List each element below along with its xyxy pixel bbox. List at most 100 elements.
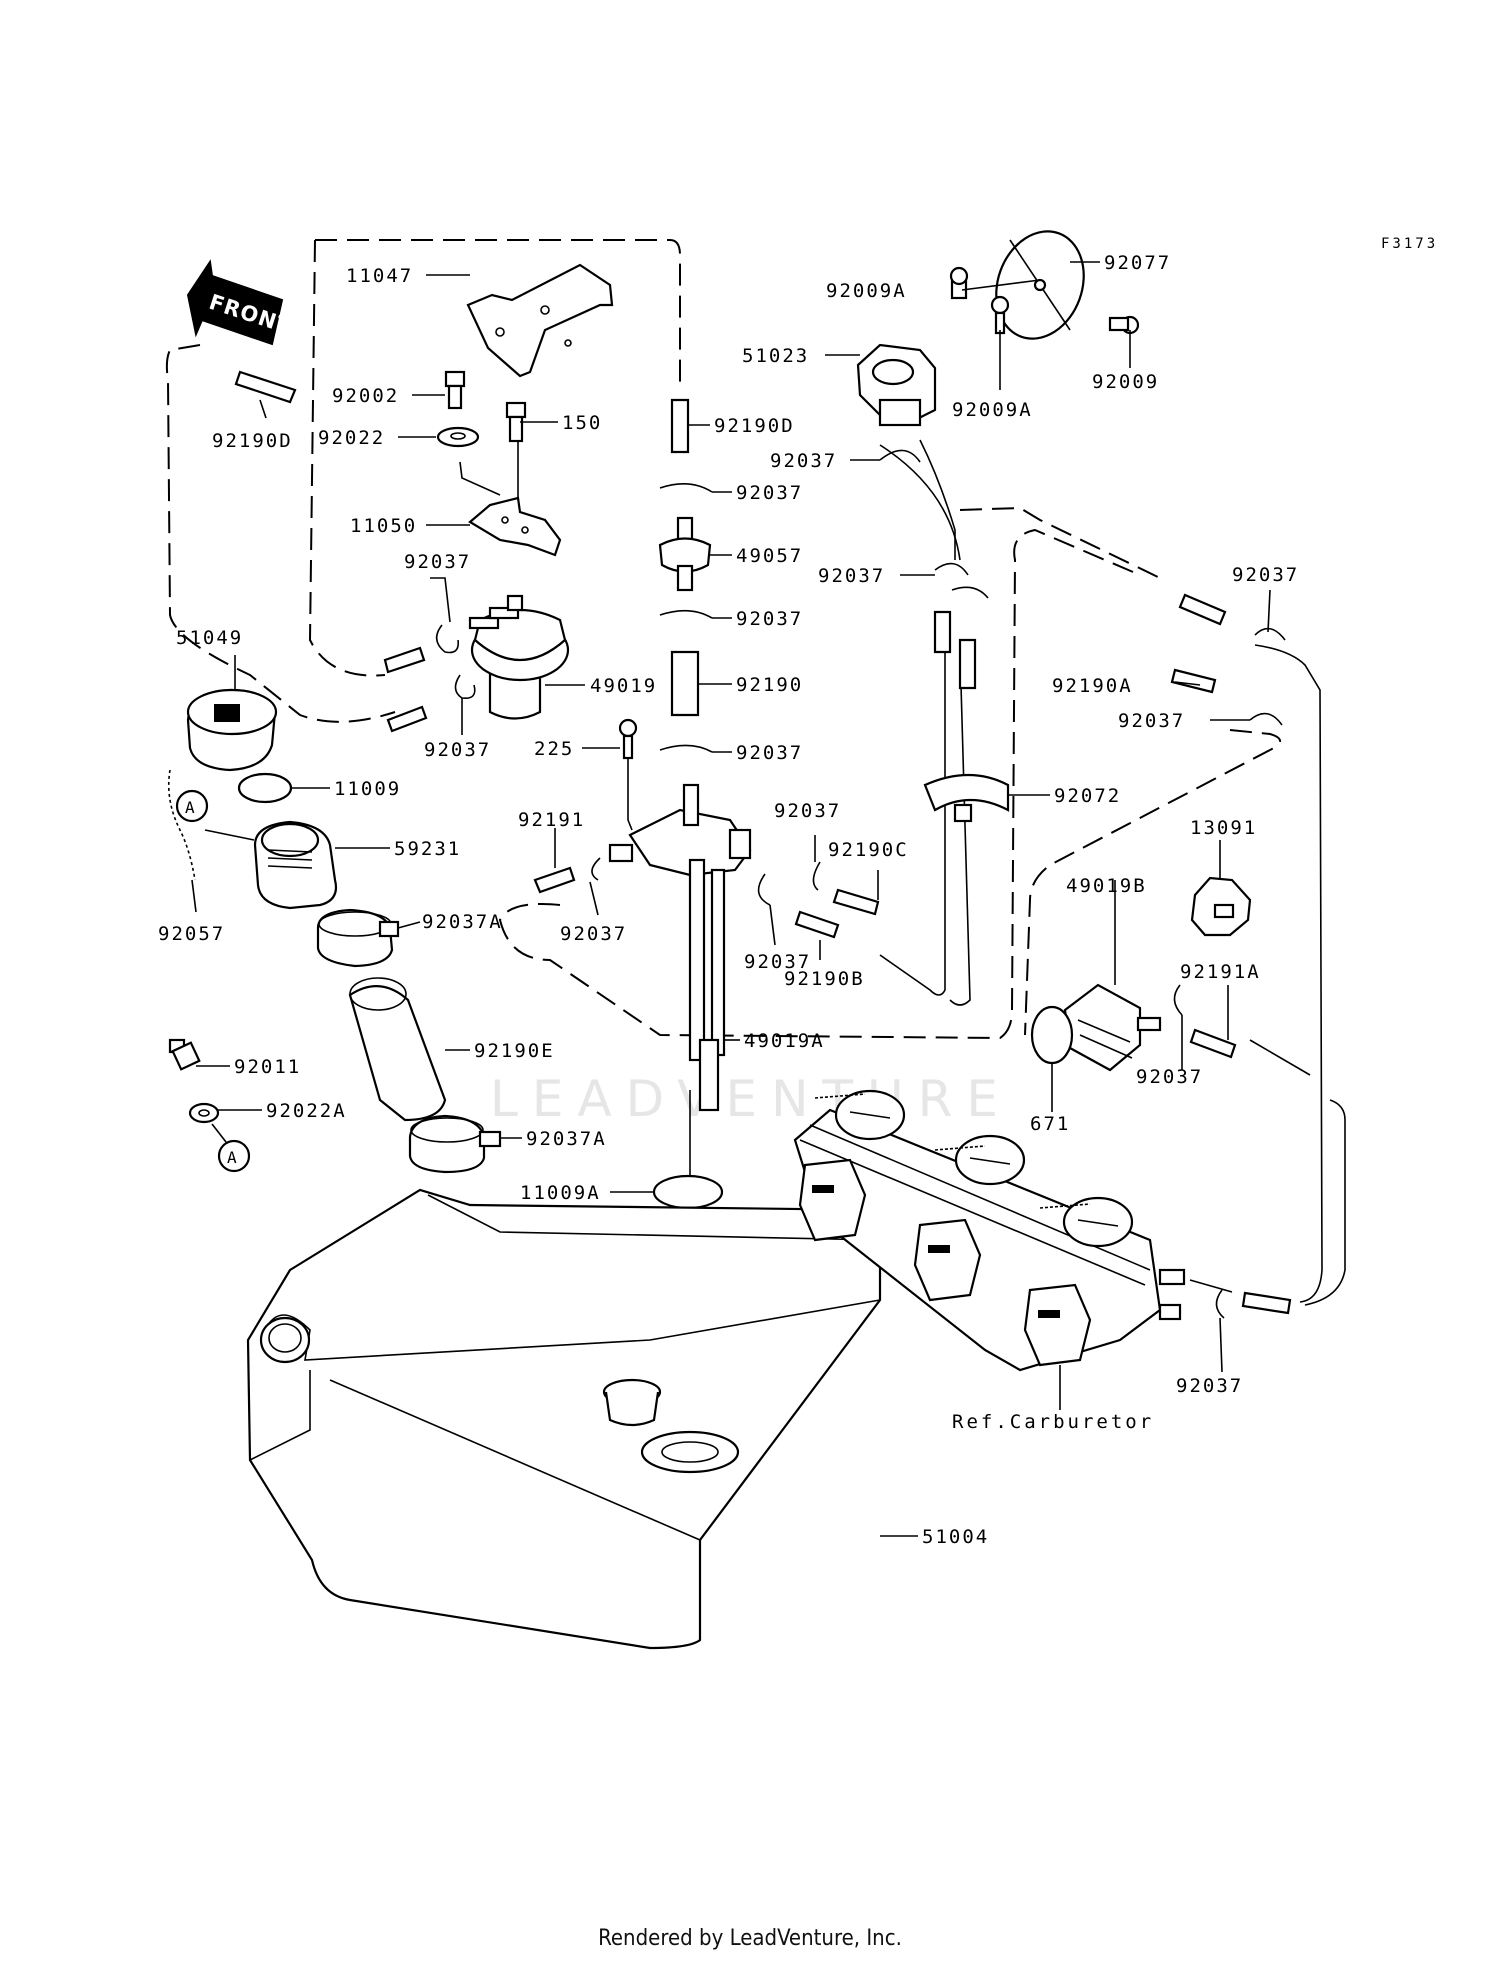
part-92011: 92011 (234, 1056, 301, 1078)
part-49019A: 49019A (744, 1030, 825, 1052)
part-51023: 51023 (742, 345, 809, 367)
part-59231: 59231 (394, 838, 461, 860)
ref-carburetor-label: Ref.Carburetor (952, 1411, 1154, 1433)
o-ring-671 (1030, 1005, 1074, 1065)
bolt-150 (505, 401, 527, 443)
bolt-92011 (168, 1038, 201, 1071)
fuel-valve-51023 (856, 343, 937, 427)
part-92037A-bottom: 92037A (526, 1128, 607, 1150)
holder-13091 (1190, 876, 1252, 937)
part-92037-center-3: 92037 (736, 742, 803, 764)
hose-92190D-left (234, 370, 428, 733)
clip-92037-filter (435, 624, 476, 700)
hose-92190A (933, 593, 1227, 694)
strap-92072 (923, 773, 1010, 823)
hose-92190E (348, 977, 447, 1122)
screw-92009A-top (949, 266, 969, 300)
o-ring-11009 (237, 772, 293, 804)
bracket-11047 (466, 263, 614, 378)
part-92190B: 92190B (784, 968, 865, 990)
hose-92190B (794, 910, 840, 939)
part-49019B: 49019B (1066, 875, 1147, 897)
part-labels: 11047 92002 92022 150 11050 92037 49019 … (158, 252, 1299, 1548)
part-92037-right-2: 92037 (818, 565, 885, 587)
part-92037-filter-upper: 92037 (404, 551, 471, 573)
part-92190: 92190 (736, 674, 803, 696)
fuel-tank-51004 (246, 1188, 882, 1650)
part-92037-right-1: 92037 (770, 450, 837, 472)
bolt-92002 (444, 370, 466, 410)
part-92037-right-3: 92037 (1232, 564, 1299, 586)
screw-225 (618, 718, 638, 831)
part-92037-center-5: 92037 (774, 800, 841, 822)
part-92037-center-4: 92037 (560, 923, 627, 945)
part-92037-center-2: 92037 (736, 608, 803, 630)
hose-92190D-center (670, 398, 690, 454)
part-49019: 49019 (590, 675, 657, 697)
clamp-92037A-bottom (408, 1114, 502, 1174)
part-92009A-top: 92009A (826, 280, 907, 302)
part-11009: 11009 (334, 778, 401, 800)
part-92037-center-6: 92037 (744, 951, 811, 973)
hose-routing-lines (165, 239, 1281, 1040)
part-51049: 51049 (176, 627, 243, 649)
screw-92009 (1108, 315, 1140, 335)
part-92037-right-6: 92037 (1176, 1375, 1243, 1397)
filter-49019B (1063, 983, 1162, 1072)
part-92022A: 92022A (266, 1100, 347, 1122)
part-92037-right-5: 92037 (1136, 1066, 1203, 1088)
filler-neck-59231 (253, 820, 338, 910)
fuel-pickup-49019A (608, 783, 752, 1112)
washer-92022 (436, 426, 480, 448)
part-92057: 92057 (158, 923, 225, 945)
part-51004: 51004 (922, 1526, 989, 1548)
part-92190D-left: 92190D (212, 430, 293, 452)
part-92190D-center: 92190D (714, 415, 795, 437)
clips-92037-right (879, 449, 1286, 1319)
hose-92190C (832, 888, 880, 916)
clamp-92037A-top (316, 908, 400, 968)
part-11047: 11047 (346, 265, 413, 287)
callout-A-upper: A (175, 789, 209, 823)
callout-A-lower-label: A (227, 1148, 237, 1167)
callout-A-upper-label: A (185, 798, 195, 817)
clips-92037-center (591, 483, 821, 906)
hose-92191 (533, 866, 576, 894)
hose-carb-outlet (1241, 1291, 1292, 1315)
gasket-11009A (652, 1174, 724, 1210)
part-92037-right-4: 92037 (1118, 710, 1185, 732)
part-92002: 92002 (332, 385, 399, 407)
part-92022: 92022 (318, 427, 385, 449)
hose-92191A (1189, 1028, 1237, 1059)
part-49057: 49057 (736, 545, 803, 567)
fuel-filter-49019 (468, 594, 570, 720)
part-92191A: 92191A (1180, 961, 1261, 983)
part-92190C: 92190C (828, 839, 909, 861)
hose-92190 (670, 650, 700, 717)
part-13091: 13091 (1190, 817, 1257, 839)
part-92037-center-1: 92037 (736, 482, 803, 504)
part-11009A: 11009A (520, 1182, 601, 1204)
part-150: 150 (562, 412, 602, 434)
knob-92077 (995, 230, 1085, 340)
part-92191: 92191 (518, 809, 585, 831)
tether-92057 (167, 769, 196, 881)
front-arrow-icon: FRONT (186, 259, 295, 346)
bracket-11050 (459, 442, 562, 557)
callout-A-lower: A (217, 1139, 251, 1173)
watermark: LEADVENTURE (490, 1070, 1012, 1128)
figure-code: F3173 (1381, 236, 1438, 252)
part-225: 225 (534, 738, 574, 760)
fuel-cap-51049 (186, 688, 278, 772)
part-92072: 92072 (1054, 785, 1121, 807)
carburetor-assembly (793, 1089, 1186, 1372)
washer-92022A (188, 1102, 220, 1124)
part-92037A-top: 92037A (422, 911, 503, 933)
leader-lines (191, 261, 1271, 1537)
part-92077: 92077 (1104, 252, 1171, 274)
part-92190A: 92190A (1052, 675, 1133, 697)
part-92009A-right: 92009A (952, 399, 1033, 421)
check-valve-49057 (658, 516, 712, 592)
part-671: 671 (1030, 1113, 1070, 1135)
